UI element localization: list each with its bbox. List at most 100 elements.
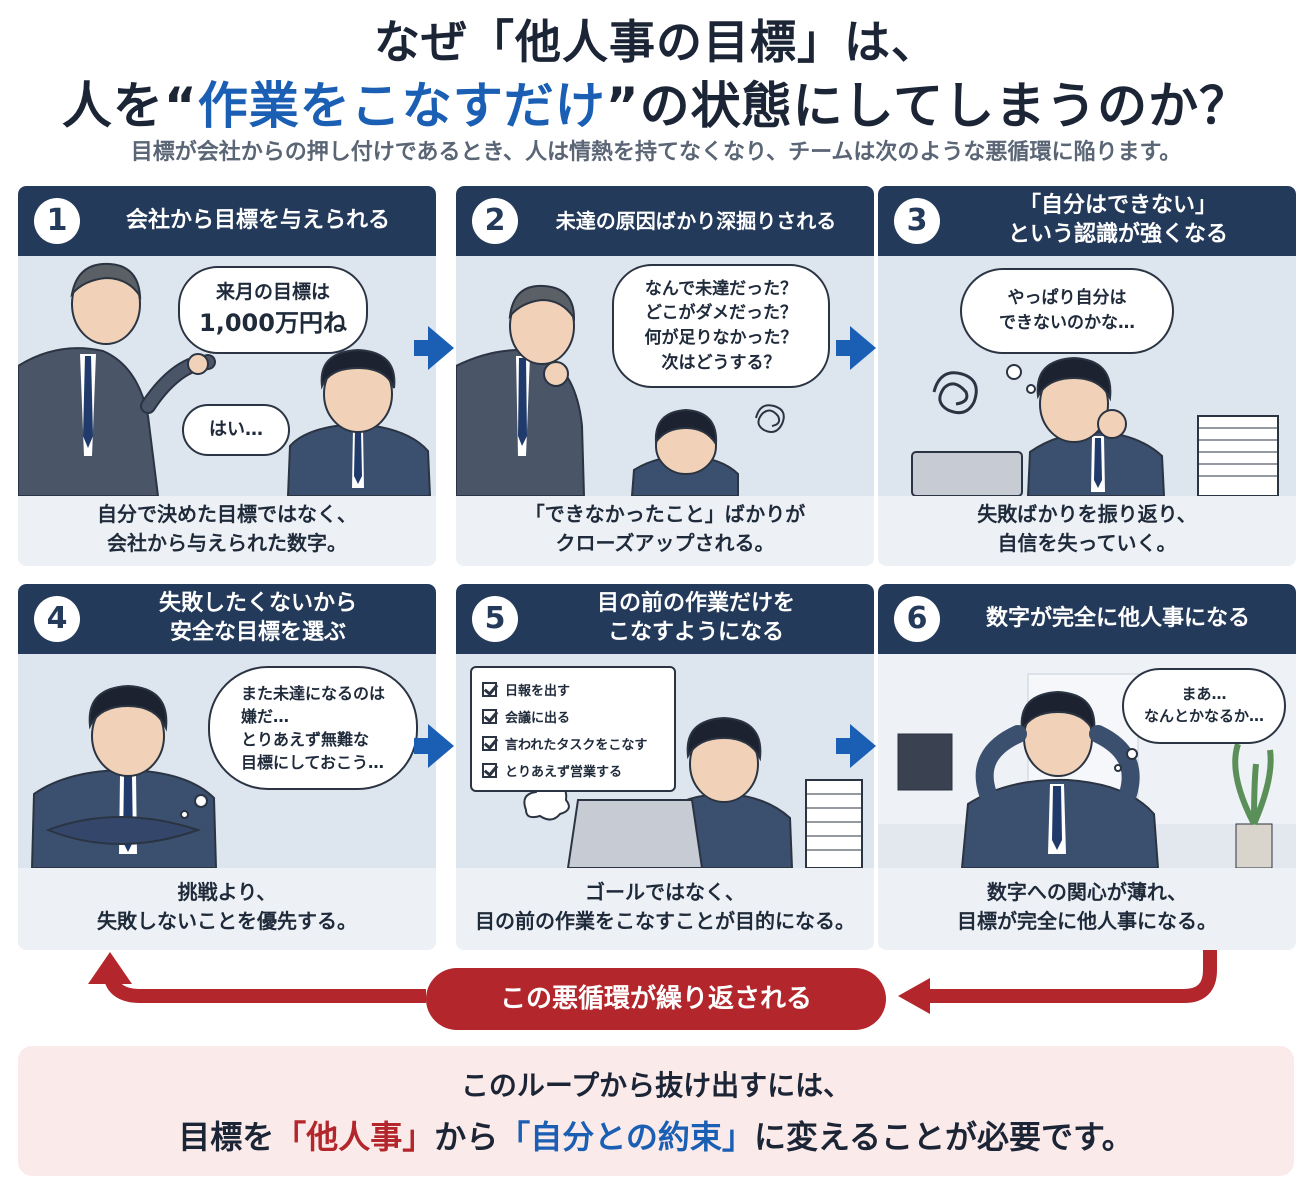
- caption-line: 失敗ばかりを振り返り、: [977, 502, 1197, 526]
- loop-banner: この悪循環が繰り返される: [426, 968, 886, 1030]
- step-panel-5: 5 目の前の作業だけをこなすようになる: [456, 584, 874, 950]
- step-caption-5: ゴールではなく、 目の前の作業をこなすことが目的になる。: [456, 878, 874, 942]
- puff-sigh-icon: [523, 783, 570, 821]
- title-suffix: ”の状態にしてしまうのか？: [605, 77, 1251, 135]
- step-title-1: 会社から目標を与えられる: [125, 207, 390, 233]
- step-header-2: 2 未達の原因ばかり深掘りされる: [456, 186, 874, 256]
- thought-bubble-self-doubt: やっぱり自分はできないのかな…: [960, 268, 1174, 354]
- caption-line: 失敗しないことを優先する。: [97, 909, 357, 933]
- loop-back-arrow-icon: [88, 950, 1217, 1014]
- scene-indifference: まあ…なんとかなるか…: [878, 654, 1296, 868]
- laptop-icon: [566, 799, 704, 868]
- bubble-line: 何が足りなかった？: [644, 328, 798, 348]
- caption-line: クローズアップされる。: [555, 531, 775, 555]
- step-panel-2: 2 未達の原因ばかり深掘りされる なんで未達だった？ どこがダメだった？ 何が足…: [456, 186, 874, 566]
- title-line: 目の前の作業だけを: [596, 591, 795, 617]
- thought-dot: [1006, 364, 1022, 380]
- caption-line: 目標が完全に他人事になる。: [957, 909, 1217, 933]
- bubble-line: できないのかな…: [999, 313, 1135, 333]
- step-title-4: 失敗したくないから安全な目標を選ぶ: [88, 584, 428, 654]
- step-caption-6: 数字への関心が薄れ、 目標が完全に他人事になる。: [878, 878, 1296, 942]
- conclusion-box: このループから抜け出すには、 目標を「他人事」から「自分との約束」に変えることが…: [18, 1046, 1294, 1176]
- scene-self-doubt: やっぱり自分はできないのかな…: [878, 256, 1296, 496]
- step-panel-3: 3 「自分はできない」という認識が強くなる: [878, 186, 1296, 566]
- step-header-6: 6 数字が完全に他人事になる: [878, 584, 1296, 654]
- scribble-stress-icon: [755, 404, 785, 433]
- scene-just-tasks: 日報を出す 会議に出る 言われたタスクをこなす とりあえず営業する: [456, 654, 874, 868]
- checklist-item: とりあえず営業する: [482, 757, 664, 784]
- step-caption-2: 「できなかったこと」ばかりが クローズアップされる。: [456, 500, 874, 564]
- bubble-line: どこがダメだった？: [645, 303, 797, 324]
- step-panel-4: 4 失敗したくないから安全な目標を選ぶ また未達になるのは 嫌だ… とりあえず無…: [18, 584, 436, 950]
- step-title-6: 数字が完全に他人事になる: [985, 605, 1250, 631]
- thought-dot: [1126, 748, 1138, 760]
- caption-line: 自分で決めた目標ではなく、: [97, 502, 357, 526]
- step-header-5: 5 目の前の作業だけをこなすようになる: [456, 584, 874, 654]
- bubble-line: やっぱり自分は: [1007, 288, 1127, 309]
- step-header-4: 4 失敗したくないから安全な目標を選ぶ: [18, 584, 436, 654]
- right-arrow-icon: [414, 326, 454, 370]
- title-prefix: 人を“: [61, 77, 198, 135]
- bubble-line: 嫌だ…: [240, 706, 289, 726]
- step-number-5: 5: [472, 596, 518, 642]
- caption-line: 挑戦より、: [177, 880, 277, 904]
- scene-root-cause-questioning: なんで未達だった？ どこがダメだった？ 何が足りなかった？ 次はどうする？: [456, 256, 874, 496]
- highlight-others-business: 「他人事」: [274, 1112, 435, 1158]
- thought-bubble-indifference: まあ…なんとかなるか…: [1122, 668, 1286, 744]
- bubble-line: また未達になるのは: [240, 683, 385, 703]
- bubble-line: 1,000万円ね: [199, 309, 347, 338]
- right-arrow-icon: [836, 724, 876, 768]
- page-title-line1: なぜ「他人事の目標」は、: [374, 15, 938, 69]
- title-line: こなすようになる: [607, 620, 784, 645]
- scribble-stress-icon: [932, 371, 978, 415]
- checklist-item: 日報を出す: [482, 676, 664, 703]
- right-arrow-icon: [836, 326, 876, 370]
- step-caption-4: 挑戦より、 失敗しないことを優先する。: [18, 878, 436, 942]
- step-panel-6: 6 数字が完全に他人事になる まあ…なんとかなるか… 数字への関心が薄: [878, 584, 1296, 950]
- conclusion-text: から: [434, 1118, 499, 1156]
- conclusion-line2: 目標を「他人事」から「自分との約束」に変えることが必要です。: [18, 1112, 1294, 1158]
- bubble-line: なんで未達だった？: [644, 278, 798, 299]
- scene-safe-target: また未達になるのは 嫌だ… とりあえず無難な 目標にしておこう…: [18, 654, 436, 868]
- checklist-item: 会議に出る: [482, 703, 664, 730]
- bubble-line: とりあえず無難な: [240, 730, 369, 749]
- checklist-item-label: 日報を出す: [505, 684, 571, 699]
- paper-stack-icon: [1197, 415, 1279, 496]
- bubble-line: なんとかなるか…: [1143, 707, 1264, 725]
- caption-line: 自信を失っていく。: [997, 531, 1177, 555]
- bubble-line: 目標にしておこう…: [240, 753, 385, 773]
- title-accent: 作業をこなすだけ: [195, 66, 608, 138]
- checklist-item-label: とりあえず営業する: [505, 765, 623, 780]
- thought-bubble-safe-choice: また未達になるのは 嫌だ… とりあえず無難な 目標にしておこう…: [208, 666, 418, 790]
- thought-dot: [194, 794, 208, 808]
- step-number-6: 6: [894, 596, 940, 642]
- caption-line: 数字への関心が薄れ、: [986, 880, 1188, 904]
- thought-dot: [1114, 764, 1122, 772]
- conclusion-text: に変えることが必要です。: [753, 1118, 1134, 1156]
- page-title-line2: 人を“作業をこなすだけ”の状態にしてしまうのか？: [0, 66, 1312, 138]
- caption-line: 会社から与えられた数字。: [107, 531, 347, 555]
- bubble-line: はい…: [209, 418, 263, 440]
- step-title-5: 目の前の作業だけをこなすようになる: [526, 584, 866, 654]
- step-caption-1: 自分で決めた目標ではなく、 会社から与えられた数字。: [18, 500, 436, 564]
- step-title-2: 未達の原因ばかり深掘りされる: [555, 209, 837, 233]
- task-checklist: 日報を出す 会議に出る 言われたタスクをこなす とりあえず営業する: [470, 666, 676, 792]
- checklist-item-label: 会議に出る: [505, 711, 571, 726]
- step-number-4: 4: [34, 596, 80, 642]
- checklist-item-label: 言われたタスクをこなす: [505, 738, 648, 753]
- right-arrow-icon: [414, 724, 454, 768]
- speech-bubble-employee: はい…: [182, 404, 290, 456]
- title-line: 「自分はできない」: [1018, 193, 1217, 219]
- step-number-2: 2: [472, 198, 518, 244]
- step-number-1: 1: [34, 198, 80, 244]
- bubble-line: 次はどうする？: [661, 352, 781, 373]
- paper-stack-icon: [805, 779, 863, 868]
- thought-dot: [1026, 384, 1036, 394]
- checkbox-checked-icon: [482, 682, 497, 697]
- page-subtitle: 目標が会社からの押し付けであるとき、人は情熱を持てなくなり、チームは次のような悪…: [130, 140, 1182, 165]
- title-line: 失敗したくないから: [158, 591, 357, 617]
- conclusion-line1: このループから抜け出すには、: [460, 1069, 852, 1102]
